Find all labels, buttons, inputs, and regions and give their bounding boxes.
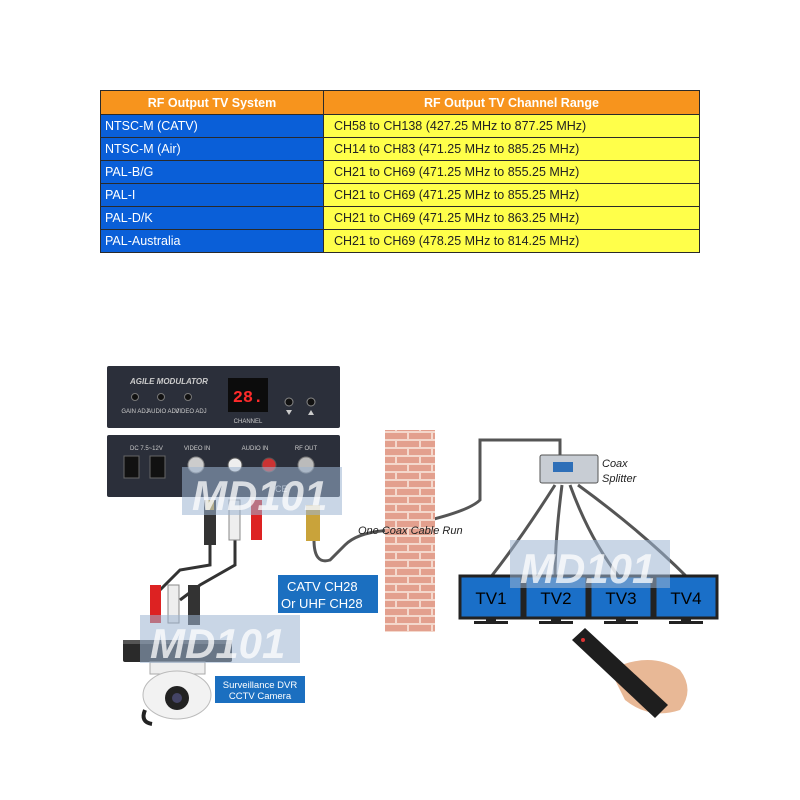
gain-knob-icon [131, 393, 139, 401]
system-cell: PAL-D/K [100, 206, 324, 230]
splitter-label: Coax [602, 458, 628, 470]
table-header-row: RF Output TV System RF Output TV Channel… [100, 90, 700, 115]
up-arrow-icon [308, 410, 314, 415]
dvr-label-box: Surveillance DVR CCTV Camera [215, 676, 305, 703]
range-cell: CH21 to CH69 (478.25 MHz to 814.25 MHz) [323, 229, 700, 253]
system-cell: PAL-I [100, 183, 324, 207]
watermark: MD101 [150, 620, 285, 667]
dvr-label-line: CCTV Camera [229, 691, 292, 702]
down-arrow-icon [286, 410, 292, 415]
system-cell: NTSC-M (CATV) [100, 114, 324, 138]
brick-wall [385, 430, 435, 632]
tv-label: TV1 [475, 589, 506, 608]
watermark: MD101 [192, 472, 327, 519]
knob-label: GAIN ADJ [121, 409, 148, 415]
range-cell: CH21 to CH69 (471.25 MHz to 855.25 MHz) [323, 183, 700, 207]
rf-channel-table: RF Output TV System RF Output TV Channel… [100, 90, 700, 253]
channel-display [228, 378, 268, 412]
system-cell: NTSC-M (Air) [100, 137, 324, 161]
tv-label: TV3 [605, 589, 636, 608]
modulator-title: AGILE MODULATOR [129, 377, 208, 386]
channel-label-line: Or UHF CH28 [281, 596, 363, 611]
channel-label-line: CATV CH28 [287, 579, 358, 594]
channel-label: CHANNEL [234, 419, 263, 425]
channel-down-button [284, 397, 294, 407]
system-cell: PAL-B/G [100, 160, 324, 184]
coax-splitter: Coax Splitter [539, 454, 638, 485]
table-row: NTSC-M (CATV)CH58 to CH138 (427.25 MHz t… [100, 114, 700, 138]
range-cell: CH58 to CH138 (427.25 MHz to 877.25 MHz) [323, 114, 700, 138]
table-row: NTSC-M (Air)CH14 to CH83 (471.25 MHz to … [100, 137, 700, 161]
audio-in-label: AUDIO IN [242, 446, 269, 452]
channel-up-button [306, 397, 316, 407]
system-cell: PAL-Australia [100, 229, 324, 253]
rf-out-label: RF OUT [295, 446, 318, 452]
knob-label: VIDEO ADJ [175, 409, 206, 415]
video-knob-icon [184, 393, 192, 401]
header-system: RF Output TV System [100, 90, 324, 115]
knob-label: AUDIO ADJ [147, 409, 179, 415]
remote-control-in-hand [572, 628, 688, 718]
watermarks: MD101 MD101 MD101 [140, 467, 670, 667]
dvr-label-line: Surveillance DVR [223, 680, 298, 691]
audio-knob-icon [157, 393, 165, 401]
tv-label: TV2 [540, 589, 571, 608]
cable-run-label: One Coax Cable Run [358, 525, 463, 537]
range-cell: CH21 to CH69 (471.25 MHz to 863.25 MHz) [323, 206, 700, 230]
range-cell: CH21 to CH69 (471.25 MHz to 855.25 MHz) [323, 160, 700, 184]
dc-label: DC 7.5~12V [130, 446, 163, 452]
tv-label: TV4 [670, 589, 701, 608]
video-in-label: VIDEO IN [184, 446, 210, 452]
range-cell: CH14 to CH83 (471.25 MHz to 885.25 MHz) [323, 137, 700, 161]
splitter-label: Splitter [602, 473, 638, 485]
modulator-front-panel: AGILE MODULATOR GAIN ADJ AUDIO ADJ VIDEO… [107, 366, 340, 428]
watermark: MD101 [520, 545, 655, 592]
channel-number: 28. [233, 389, 264, 408]
channel-label-box: CATV CH28 Or UHF CH28 [278, 575, 378, 613]
coax-cables [158, 438, 690, 602]
